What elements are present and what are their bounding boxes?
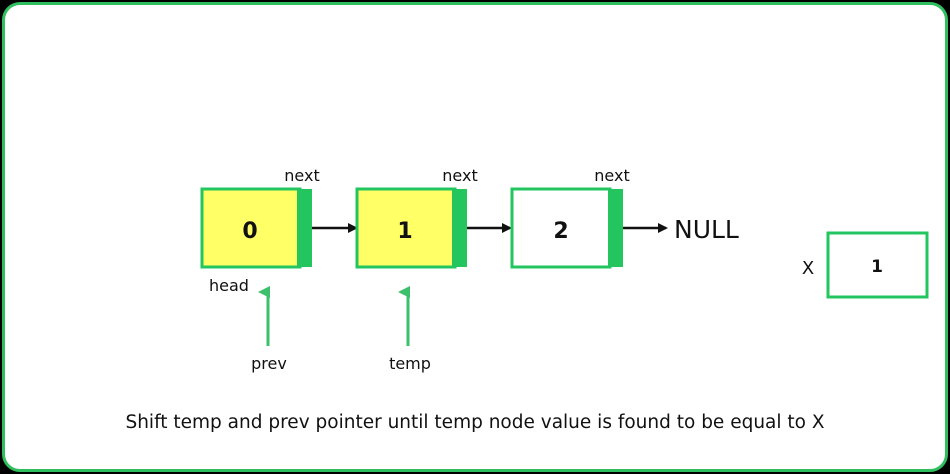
node-2-value: 2 xyxy=(553,219,568,244)
caption: Shift temp and prev pointer until temp n… xyxy=(125,412,824,433)
node-1-box xyxy=(355,187,457,269)
node-1: 1 next xyxy=(355,166,478,269)
node-1-next-label: next xyxy=(442,166,477,185)
node-0-next-bar xyxy=(297,189,312,267)
temp-pointer-label: temp xyxy=(389,354,431,373)
node-0: 0 next xyxy=(200,166,320,269)
node-2-next-bar xyxy=(608,189,623,267)
node-0-box xyxy=(200,187,302,269)
null-label: NULL xyxy=(674,215,739,244)
node-0-value: 0 xyxy=(242,219,257,244)
x-value-box xyxy=(826,231,929,299)
x-value: 1 xyxy=(871,257,883,277)
prev-pointer-label: prev xyxy=(251,354,287,373)
node-1-value: 1 xyxy=(397,219,412,244)
node-2-box xyxy=(510,187,612,269)
node-2: 2 next xyxy=(510,166,630,269)
node-2-next-label: next xyxy=(594,166,629,185)
head-label: head xyxy=(209,276,249,295)
node-1-next-bar xyxy=(452,189,467,267)
node-0-next-label: next xyxy=(284,166,319,185)
x-label: X xyxy=(802,258,814,279)
